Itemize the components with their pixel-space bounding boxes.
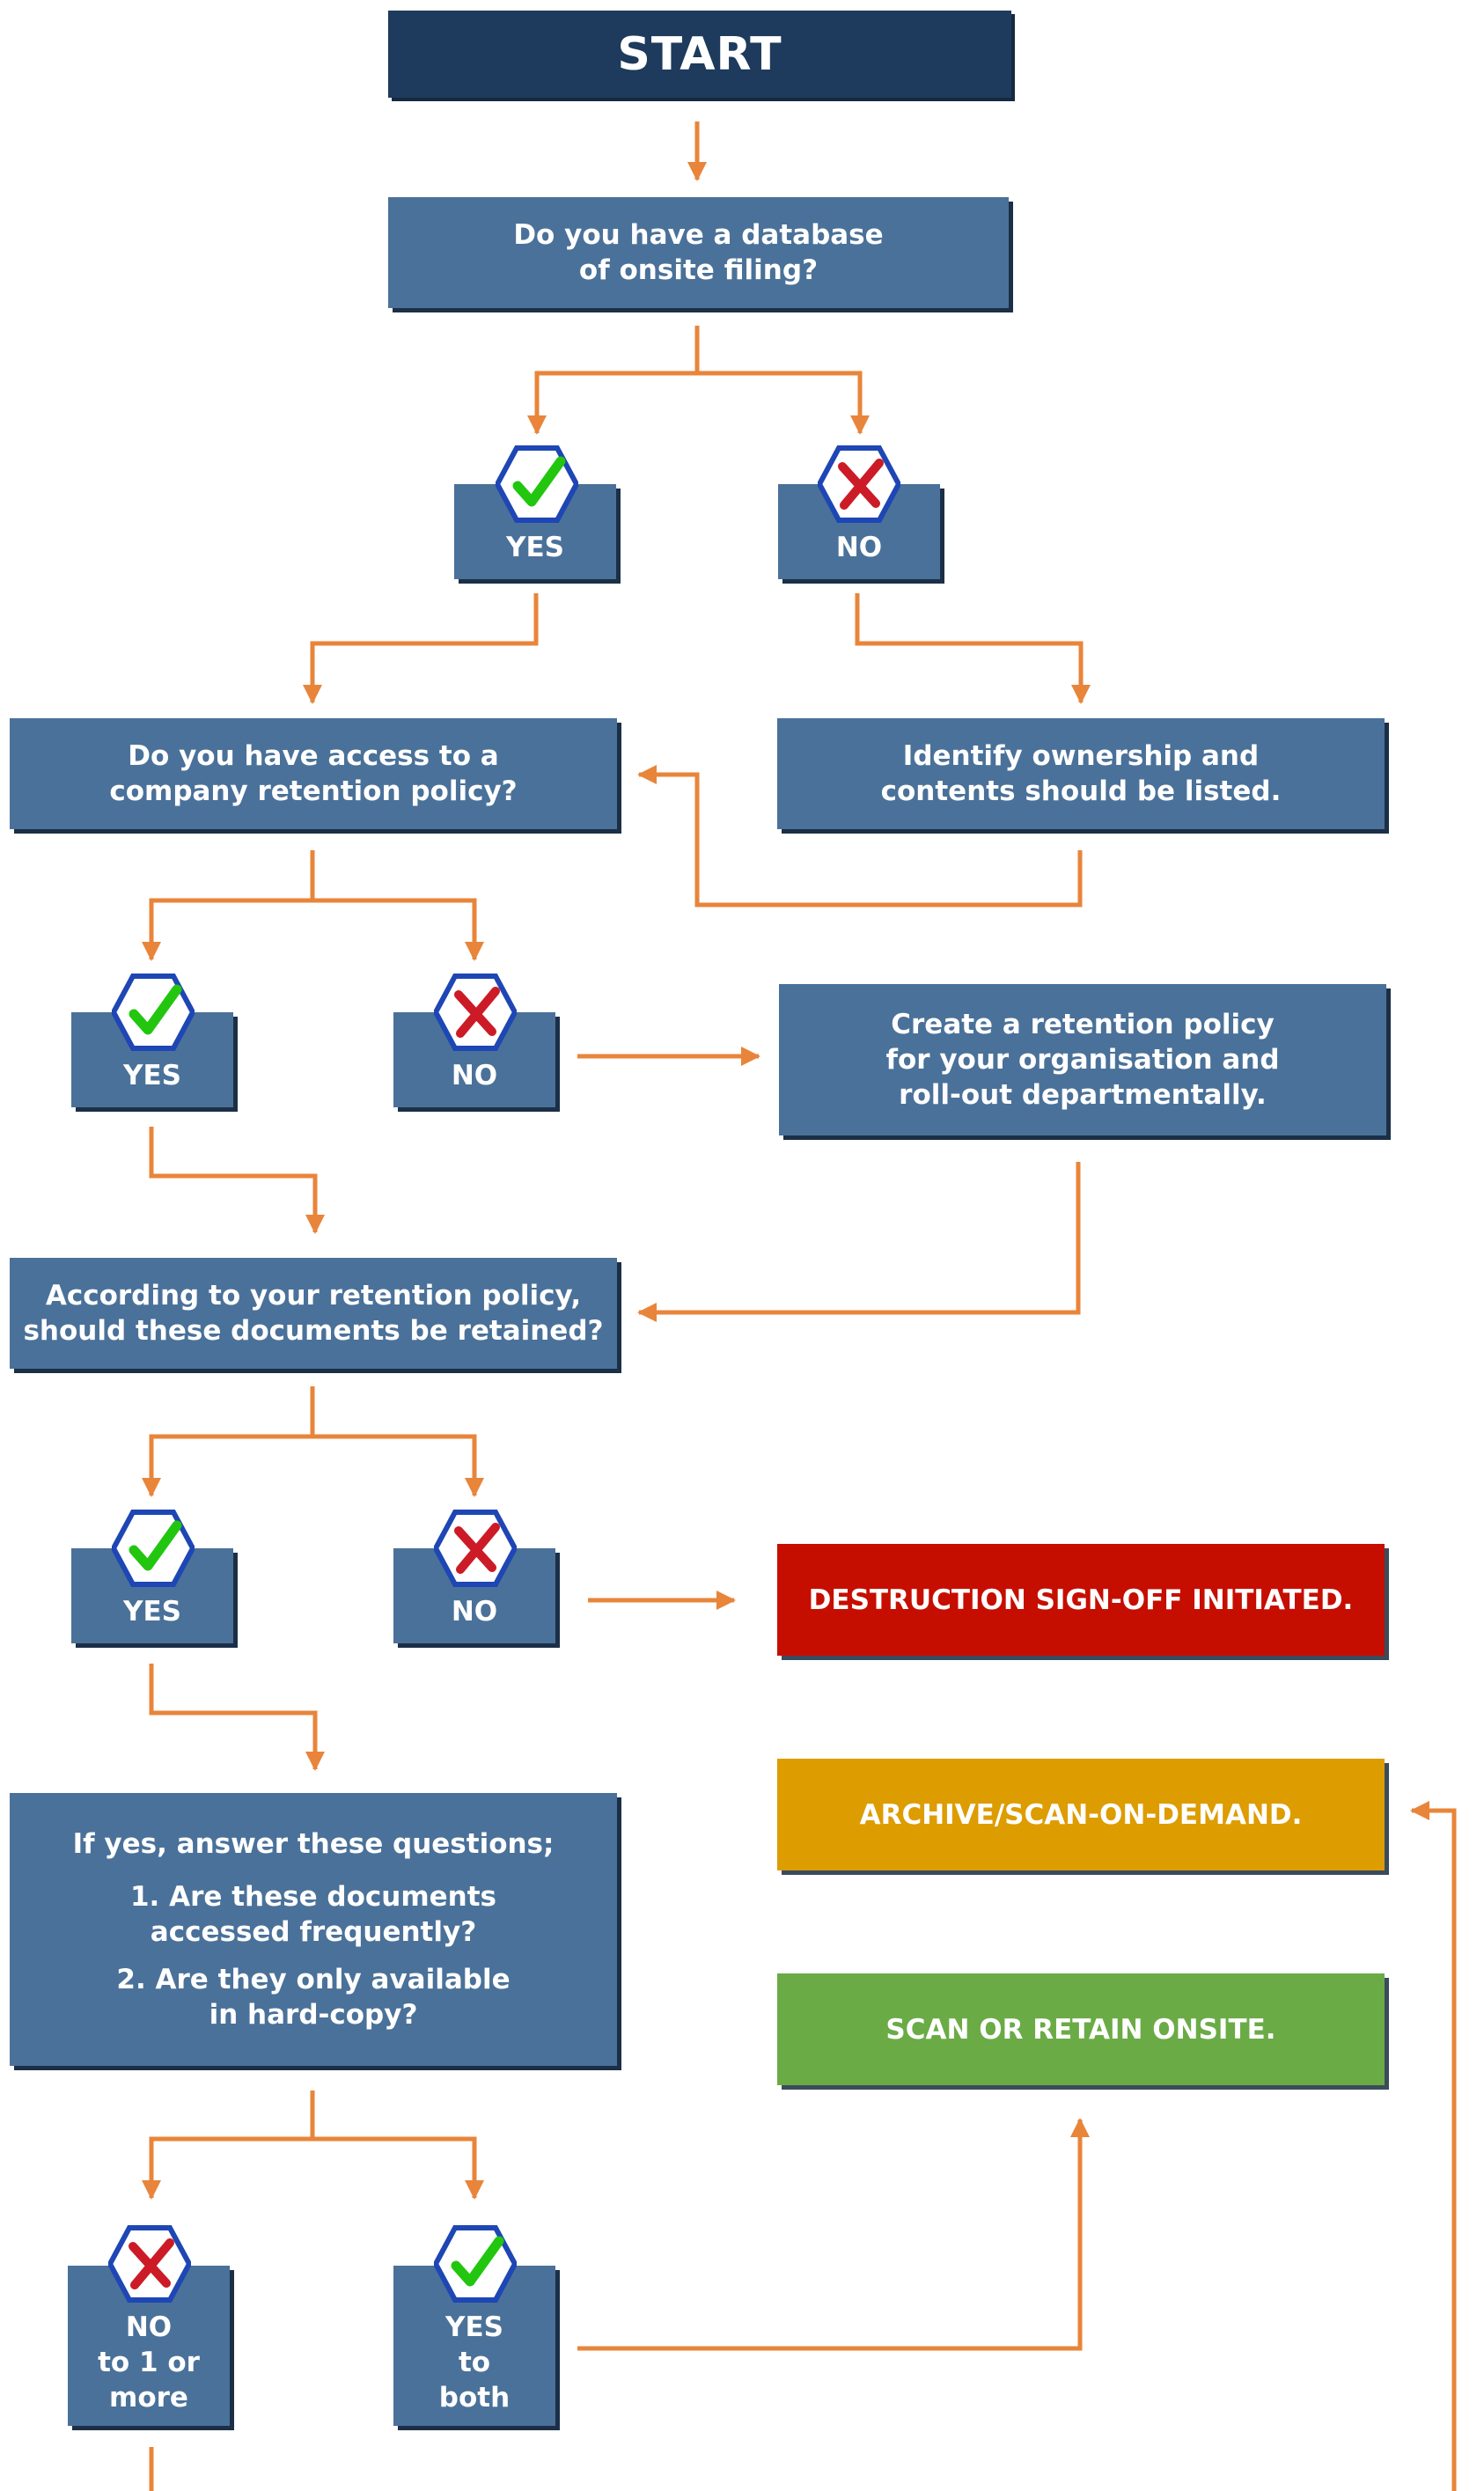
checkmark-icon (496, 445, 578, 523)
answer-label: NO (125, 2311, 173, 2343)
question-line: company retention policy? (109, 775, 518, 807)
checkmark-icon (112, 974, 195, 1051)
question-usage-node: If yes, answer these questions; 1. Are t… (10, 1793, 617, 2066)
answer-label: YES (445, 2311, 503, 2343)
answer-label: both (438, 2382, 511, 2414)
question-retain-documents-node: According to your retention policy, shou… (10, 1258, 617, 1369)
archive-scan-on-demand-node: ARCHIVE/SCAN-ON-DEMAND. (777, 1759, 1385, 1870)
arrow-return-to-archive (1410, 1801, 1457, 2491)
answer-label: to (458, 2347, 491, 2378)
start-node: START (388, 11, 1011, 98)
cross-icon (434, 1510, 517, 1587)
checkmark-icon (434, 2225, 517, 2303)
arrow-create-policy-to-q3 (637, 1162, 1081, 1322)
question-intro: If yes, answer these questions; (72, 1828, 555, 1860)
identify-ownership-node: Identify ownership and contents should b… (777, 718, 1385, 829)
destruction-signoff-node: DESTRUCTION SIGN-OFF INITIATED. (777, 1544, 1385, 1656)
action-line: for your organisation and (885, 1044, 1280, 1076)
arrow-identify-to-q2 (637, 765, 1083, 907)
question-line: Do you have a database (513, 219, 884, 251)
outcome-label: ARCHIVE/SCAN-ON-DEMAND. (859, 1798, 1303, 1831)
create-retention-policy-node: Create a retention policy for your organ… (779, 984, 1386, 1135)
question-line: Do you have access to a (128, 740, 499, 772)
answer-label: NO (451, 1596, 498, 1628)
arrow-q1-to-yes (527, 326, 700, 435)
action-line: Create a retention policy (891, 1009, 1275, 1040)
arrow-yes4-to-scan (577, 2118, 1090, 2351)
cross-icon (108, 2225, 191, 2303)
answer-label: to 1 or (98, 2347, 200, 2378)
answer-label: NO (835, 532, 883, 563)
arrow-no1-to-identify (855, 593, 1091, 704)
scan-or-retain-onsite-node: SCAN OR RETAIN ONSITE. (777, 1973, 1385, 2085)
cross-icon (818, 445, 900, 523)
outcome-label: SCAN OR RETAIN ONSITE. (885, 2013, 1276, 2046)
answer-label: more (109, 2382, 188, 2414)
arrow-yes2-to-q3 (149, 1127, 325, 1234)
question-line: should these documents be retained? (23, 1315, 604, 1347)
question-line: 1. Are these documents (129, 1881, 497, 1913)
arrow-q3-to-yes (142, 1386, 315, 1497)
outcome-label: DESTRUCTION SIGN-OFF INITIATED. (808, 1584, 1354, 1616)
answer-label: YES (123, 1596, 181, 1628)
arrow-q2-to-yes (142, 850, 315, 961)
arrow-q4-to-yes (312, 2136, 484, 2200)
action-line: contents should be listed. (880, 775, 1282, 807)
arrow-q3-to-no (312, 1434, 484, 1497)
arrow-yes3-to-q4 (149, 1664, 325, 1771)
answer-label: NO (451, 1060, 498, 1091)
question-line: 2. Are they only available (116, 1964, 511, 1995)
cross-icon (434, 974, 517, 1051)
arrow-q1-to-no (697, 371, 870, 435)
answer-label: YES (506, 532, 564, 563)
action-line: roll-out departmentally. (899, 1079, 1267, 1111)
question-retention-access-node: Do you have access to a company retentio… (10, 718, 617, 829)
checkmark-icon (112, 1510, 195, 1587)
arrow-q2-to-no (312, 898, 484, 961)
question-line: of onsite filing? (578, 254, 819, 286)
question-database-node: Do you have a database of onsite filing? (388, 197, 1009, 308)
action-line: Identify ownership and (902, 740, 1260, 772)
start-label: START (617, 27, 782, 81)
question-line: in hard-copy? (209, 1999, 418, 2031)
arrow-q4-to-no (142, 2091, 315, 2200)
answer-label: YES (123, 1060, 181, 1091)
question-line: According to your retention policy, (45, 1280, 582, 1312)
question-line: accessed frequently? (150, 1916, 477, 1948)
arrow-yes1-to-q2 (303, 593, 539, 704)
